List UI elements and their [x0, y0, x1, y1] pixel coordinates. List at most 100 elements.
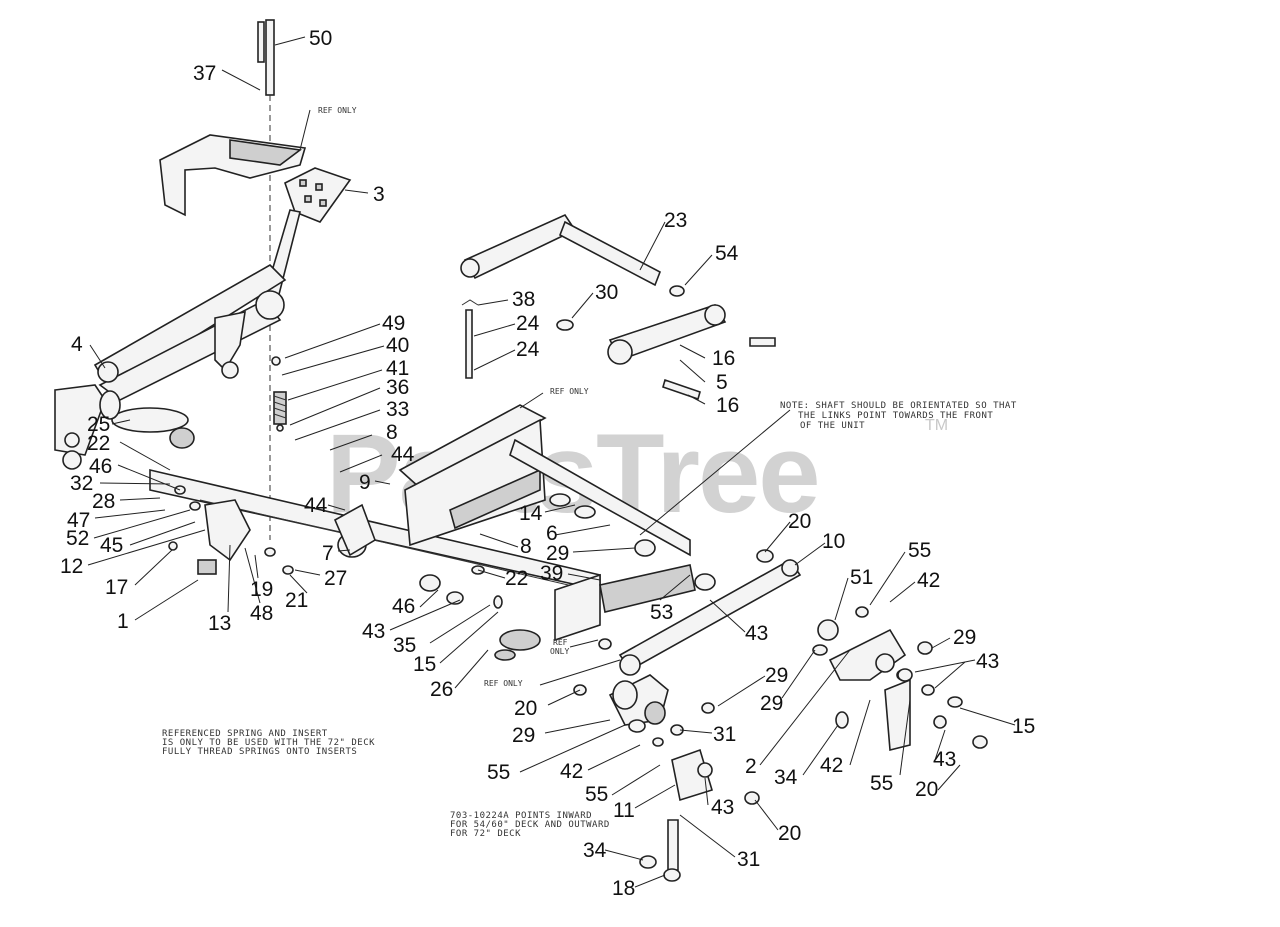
callout-label: 46: [89, 455, 112, 478]
callout-label: 32: [70, 472, 93, 495]
callout-label: 16: [712, 347, 735, 370]
callout-label: 43: [933, 748, 956, 771]
callout-label: 17: [105, 576, 128, 599]
callout-label: 14: [519, 502, 543, 525]
callout-label: 22: [87, 432, 110, 455]
callout-label: 20: [915, 778, 938, 801]
callout-label: 39: [540, 562, 563, 585]
callout-label: 34: [774, 766, 798, 789]
note-spring-line2: IS ONLY TO BE USED WITH THE 72" DECK: [162, 738, 375, 748]
callout-label: 31: [713, 723, 736, 746]
callout-label: 43: [976, 650, 999, 673]
callout-label: 53: [650, 601, 673, 624]
callout-label: 28: [92, 490, 115, 513]
watermark-tm: TM: [925, 417, 948, 434]
callout-label: 55: [908, 539, 931, 562]
callout-label: 7: [322, 542, 334, 565]
pedal-arm-part: [261, 167, 352, 312]
callout-label: 18: [612, 877, 635, 900]
callout-label: 15: [413, 653, 436, 676]
callout-label: 46: [392, 595, 415, 618]
callout-label: 42: [820, 754, 843, 777]
ref-only-label: REF ONLY: [550, 387, 589, 396]
callout-label: 27: [324, 567, 347, 590]
callout-label: 15: [1012, 715, 1035, 738]
callout-label: 34: [583, 839, 607, 862]
callout-label: 49: [382, 312, 405, 335]
upper-link-part: [460, 213, 685, 297]
callout-label: 52: [66, 527, 89, 550]
assembly-notes: NOTE: SHAFT SHOULD BE ORIENTATED SO THAT…: [162, 106, 1016, 839]
callout-label: 31: [737, 848, 760, 871]
callout-label: 41: [386, 357, 409, 380]
center-shaft-assembly-part: [398, 404, 691, 557]
callout-label: 24: [516, 312, 540, 335]
callout-label: 20: [788, 510, 811, 533]
callout-label: 42: [917, 569, 940, 592]
callout-label: 43: [362, 620, 385, 643]
spring-hardware-part: [271, 356, 287, 432]
callout-label: 44: [391, 443, 415, 466]
callout-label: 35: [393, 634, 416, 657]
callout-label: 55: [870, 772, 893, 795]
callout-label: 3: [373, 183, 385, 206]
callout-label: 6: [546, 522, 558, 545]
callout-label: 9: [359, 471, 371, 494]
note-shaft-line3: OF THE UNIT: [800, 421, 865, 431]
callout-label: 54: [715, 242, 739, 265]
note-deck-line2: FOR 54/60" DECK AND OUTWARD: [450, 820, 610, 830]
lower-link-part: [556, 304, 776, 401]
note-deck-line1: 703-10224A POINTS INWARD: [450, 811, 592, 821]
note-spring-line1: REFERENCED SPRING AND INSERT: [162, 729, 328, 739]
lower-bracket-part: [608, 674, 713, 882]
callout-label: 12: [60, 555, 83, 578]
callout-label: 44: [304, 494, 328, 517]
callout-label: 43: [745, 622, 768, 645]
rod-24-part: [461, 299, 479, 379]
callout-label: 33: [386, 398, 409, 421]
leader-lines: [87, 36, 1016, 888]
callout-label: 43: [711, 796, 734, 819]
callout-label: 29: [512, 724, 535, 747]
callout-label: 20: [514, 697, 537, 720]
callout-label: 29: [765, 664, 788, 687]
note-shaft-line2: THE LINKS POINT TOWARDS THE FRONT: [798, 411, 993, 421]
note-spring-line3: FULLY THREAD SPRINGS ONTO INSERTS: [162, 747, 357, 757]
callout-label: 47: [67, 509, 90, 532]
callout-label: 26: [430, 678, 453, 701]
note-deck-line3: FOR 72" DECK: [450, 829, 521, 839]
callout-label: 37: [193, 62, 216, 85]
callout-label: 5: [716, 371, 728, 394]
callout-label: 4: [71, 333, 83, 356]
callout-label: 29: [953, 626, 976, 649]
callout-label: 38: [512, 288, 535, 311]
callout-label: 13: [208, 612, 231, 635]
callout-labels: 50 37 3 23 54 38 30 24 24 16 5 16 49 40 …: [60, 27, 1035, 900]
spring-block-part: [494, 564, 696, 661]
callout-label: 8: [386, 421, 398, 444]
callout-label: 25: [87, 413, 110, 436]
callout-label: 8: [520, 535, 532, 558]
callout-label: 23: [664, 209, 687, 232]
callout-label: 30: [595, 281, 618, 304]
callout-label: 10: [822, 530, 845, 553]
ref-only-label: REF: [553, 638, 568, 647]
washers-bolts-part: [168, 485, 988, 805]
callout-label: 50: [309, 27, 332, 50]
right-bracket-part: [817, 619, 911, 752]
callout-label: 11: [613, 799, 635, 822]
callout-label: 16: [716, 394, 739, 417]
callout-label: 40: [386, 334, 409, 357]
callout-label: 42: [560, 760, 583, 783]
callout-label: 48: [250, 602, 273, 625]
callout-label: 55: [487, 761, 510, 784]
callout-label: 51: [850, 566, 873, 589]
callout-label: 36: [386, 376, 409, 399]
right-link-part: [618, 558, 802, 676]
callout-label: 29: [546, 542, 569, 565]
left-bracket-part: [54, 384, 195, 470]
callout-label: 55: [585, 783, 608, 806]
ref-only-label: REF ONLY: [484, 679, 523, 688]
ref-only-label: REF ONLY: [318, 106, 357, 115]
